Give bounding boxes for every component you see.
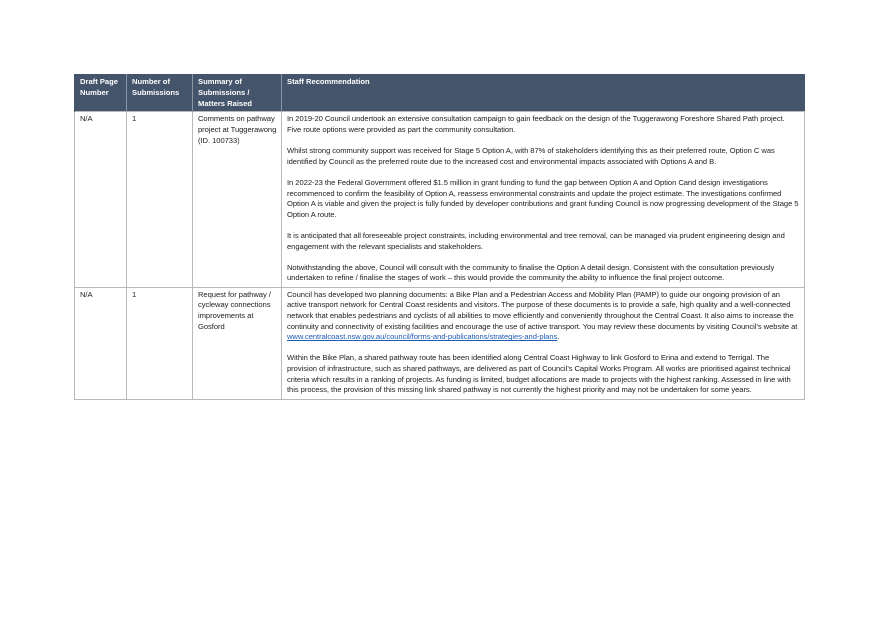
cell-page-number: N/A	[74, 111, 127, 288]
recommendation-paragraph: Notwithstanding the above, Council will …	[287, 262, 775, 283]
cell-submission-count: 1	[126, 111, 193, 288]
header-number-of-submissions: Number of Submissions	[126, 74, 193, 112]
cell-summary: Comments on pathway project at Tuggerawo…	[192, 111, 282, 288]
header-summary-of-submissions: Summary of Submissions / Matters Raised	[192, 74, 282, 112]
recommendation-paragraph: In 2022-23 the Federal Government offere…	[287, 177, 799, 219]
cell-staff-recommendation: Council has developed two planning docum…	[281, 286, 805, 400]
recommendation-paragraph: In 2019-20 Council undertook an extensiv…	[287, 114, 785, 134]
header-staff-recommendation: Staff Recommendation	[281, 74, 805, 112]
table-row: N/A 1 Request for pathway / cycleway con…	[74, 286, 805, 400]
recommendation-paragraph: Council has developed two planning docum…	[287, 290, 800, 343]
table-row: N/A 1 Comments on pathway project at Tug…	[74, 111, 805, 288]
cell-summary: Request for pathway / cycleway connectio…	[192, 286, 282, 400]
cell-submission-count: 1	[126, 286, 193, 400]
recommendation-paragraph: It is anticipated that all foreseeable p…	[287, 230, 785, 251]
submissions-table: Draft Page Number Number of Submissions …	[74, 74, 805, 400]
table-header-row: Draft Page Number Number of Submissions …	[74, 74, 805, 112]
recommendation-text: Council has developed two planning docum…	[287, 289, 798, 331]
recommendation-paragraph: Whilst strong community support was rece…	[287, 146, 775, 166]
recommendation-text-end: .	[557, 332, 560, 342]
header-draft-page-number: Draft Page Number	[74, 74, 127, 112]
strategies-and-plans-link[interactable]: www.centralcoast.nsw.gov.au/council/form…	[287, 332, 558, 342]
cell-page-number: N/A	[74, 286, 127, 400]
cell-staff-recommendation: In 2019-20 Council undertook an extensiv…	[281, 111, 805, 288]
recommendation-paragraph: Within the Bike Plan, a shared pathway r…	[287, 353, 791, 395]
